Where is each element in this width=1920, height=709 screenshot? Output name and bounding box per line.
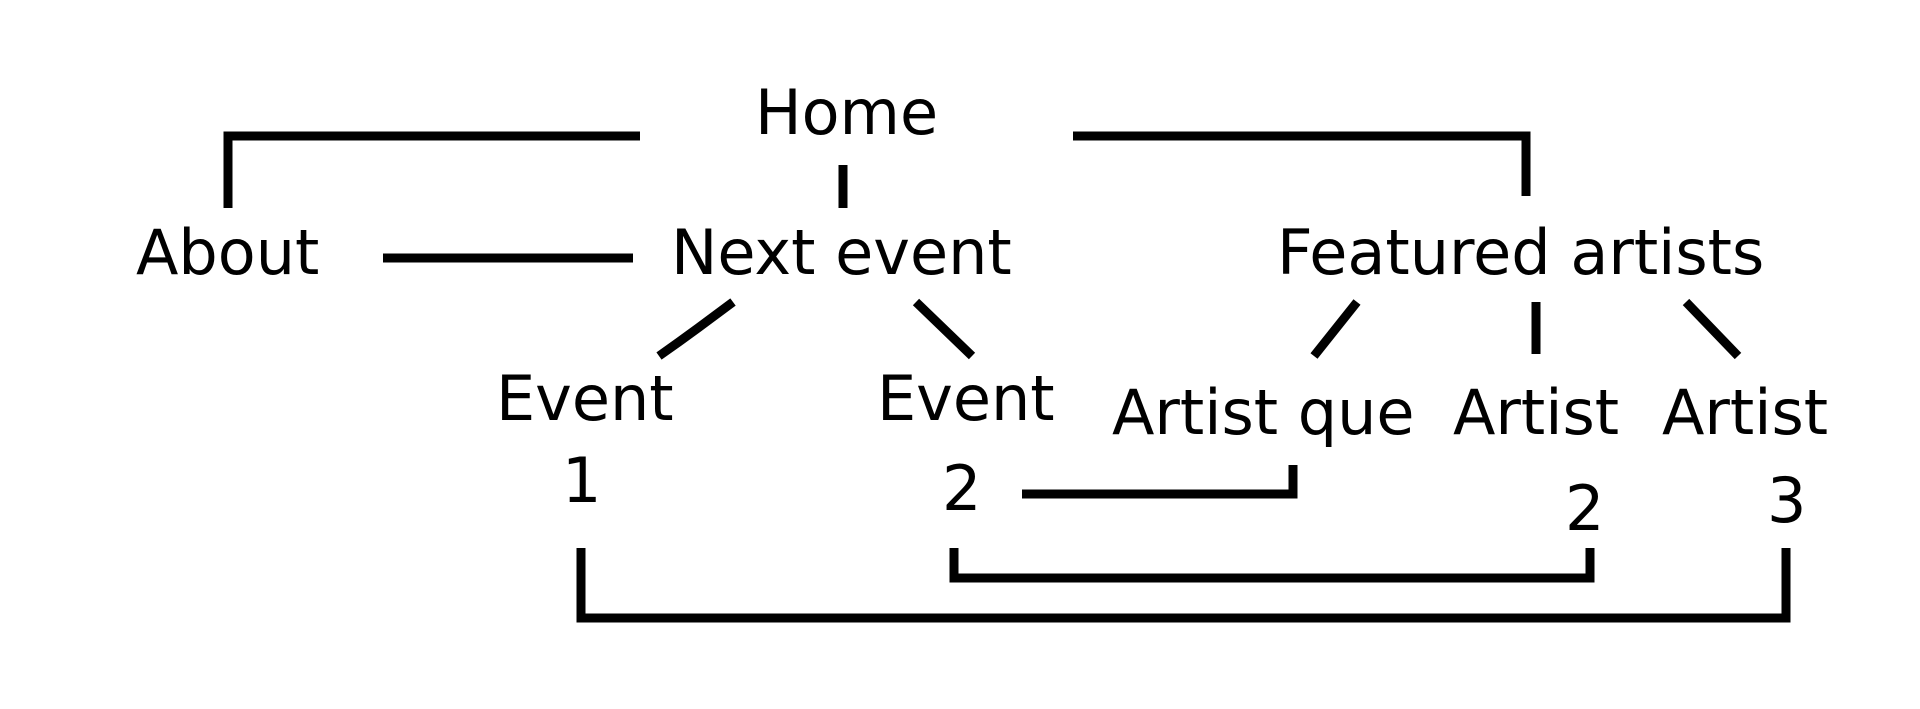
node-event1-label: Event bbox=[496, 362, 674, 435]
connector-featured-artist3 bbox=[1682, 298, 1742, 360]
node-event2-number: 2 bbox=[942, 452, 982, 525]
connector-featured-artist-que bbox=[1310, 299, 1361, 359]
node-about: About bbox=[136, 216, 320, 289]
connector-home-featured-artists bbox=[1073, 131, 1531, 196]
connector-next-event-event2 bbox=[912, 298, 976, 360]
node-home: Home bbox=[755, 76, 939, 149]
node-event2-label: Event bbox=[877, 362, 1055, 435]
node-artist2-number: 2 bbox=[1565, 472, 1605, 545]
node-next-event: Next event bbox=[671, 216, 1012, 289]
node-artist-que: Artist que bbox=[1112, 376, 1415, 449]
connector-event1-artist3 bbox=[576, 548, 1791, 623]
connector-next-event-event1 bbox=[656, 298, 736, 360]
connector-event2-artist2 bbox=[949, 548, 1595, 583]
node-featured-artists: Featured artists bbox=[1277, 216, 1765, 289]
node-artist3-label: Artist bbox=[1662, 376, 1829, 449]
node-artist3-number: 3 bbox=[1767, 464, 1807, 537]
connector-event2-artist-que bbox=[1022, 465, 1298, 499]
node-artist2-label: Artist bbox=[1453, 376, 1620, 449]
connector-home-about bbox=[223, 131, 640, 208]
node-event1-number: 1 bbox=[562, 444, 602, 517]
